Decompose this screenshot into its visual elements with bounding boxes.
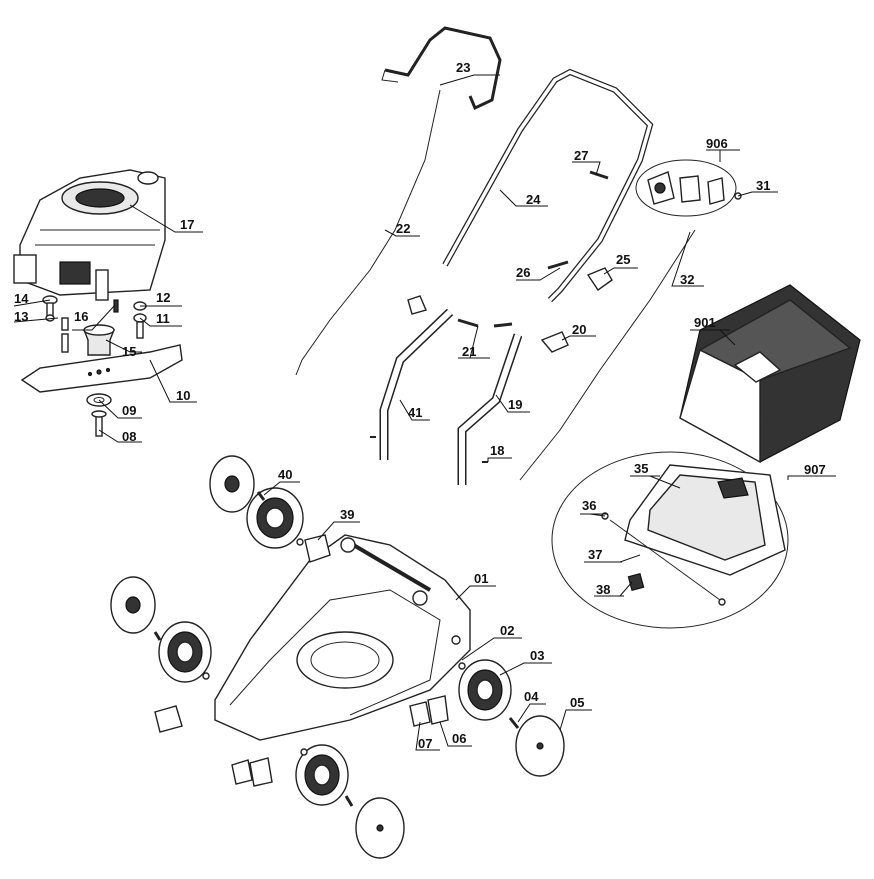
group-906 — [635, 159, 742, 217]
label-05: 05 — [570, 695, 584, 710]
height-adjusters — [154, 534, 449, 787]
grass-catcher — [679, 284, 861, 464]
part-labels: 17 14 13 16 12 11 15 10 09 08 23 22 24 2… — [14, 60, 826, 751]
label-22: 22 — [396, 221, 410, 236]
label-25: 25 — [616, 252, 630, 267]
label-01: 01 — [474, 571, 488, 586]
label-35: 35 — [634, 461, 648, 476]
label-901: 901 — [694, 315, 716, 330]
handle-screws — [547, 170, 609, 270]
label-07: 07 — [418, 736, 432, 751]
leader-lines — [13, 74, 836, 751]
label-17: 17 — [180, 217, 194, 232]
brake-bar — [381, 26, 502, 111]
engine — [13, 169, 166, 301]
wheel-front-right — [458, 659, 512, 721]
wheel-rear-left — [246, 487, 304, 549]
engine-fasteners — [42, 295, 147, 356]
label-907: 907 — [804, 462, 826, 477]
label-09: 09 — [122, 403, 136, 418]
label-14: 14 — [14, 291, 29, 306]
label-41: 41 — [408, 405, 422, 420]
hubcaps — [110, 455, 565, 859]
wheel-front-left — [295, 744, 349, 806]
lower-handle-19 — [457, 333, 523, 485]
label-31: 31 — [756, 178, 770, 193]
label-906: 906 — [706, 136, 728, 151]
mower-deck — [214, 534, 471, 741]
label-39: 39 — [340, 507, 354, 522]
label-20: 20 — [572, 322, 586, 337]
label-18: 18 — [490, 443, 504, 458]
label-27: 27 — [574, 148, 588, 163]
wheel-rear-right — [158, 621, 212, 683]
label-03: 03 — [530, 648, 544, 663]
label-19: 19 — [508, 397, 522, 412]
blade — [20, 344, 183, 393]
label-23: 23 — [456, 60, 470, 75]
label-04: 04 — [524, 689, 539, 704]
label-40: 40 — [278, 467, 292, 482]
bowden-cable-22 — [295, 89, 441, 376]
label-12: 12 — [156, 290, 170, 305]
handle-bolts — [457, 318, 513, 328]
group-907 — [551, 451, 789, 629]
label-06: 06 — [452, 731, 466, 746]
label-38: 38 — [596, 582, 610, 597]
label-37: 37 — [588, 547, 602, 562]
label-36: 36 — [582, 498, 596, 513]
label-15: 15 — [122, 344, 136, 359]
label-24: 24 — [526, 192, 541, 207]
handle-knobs — [407, 267, 613, 353]
label-11: 11 — [156, 311, 170, 326]
label-08: 08 — [122, 429, 136, 444]
label-13: 13 — [14, 309, 28, 324]
lower-handle-41 — [379, 308, 454, 460]
cable-32 — [519, 229, 696, 481]
label-02: 02 — [500, 623, 514, 638]
wheel-bolts — [153, 491, 520, 807]
label-21: 21 — [462, 344, 476, 359]
label-32: 32 — [680, 272, 694, 287]
label-16: 16 — [74, 309, 88, 324]
upper-handlebar — [442, 68, 654, 303]
label-26: 26 — [516, 265, 530, 280]
label-10: 10 — [176, 388, 190, 403]
